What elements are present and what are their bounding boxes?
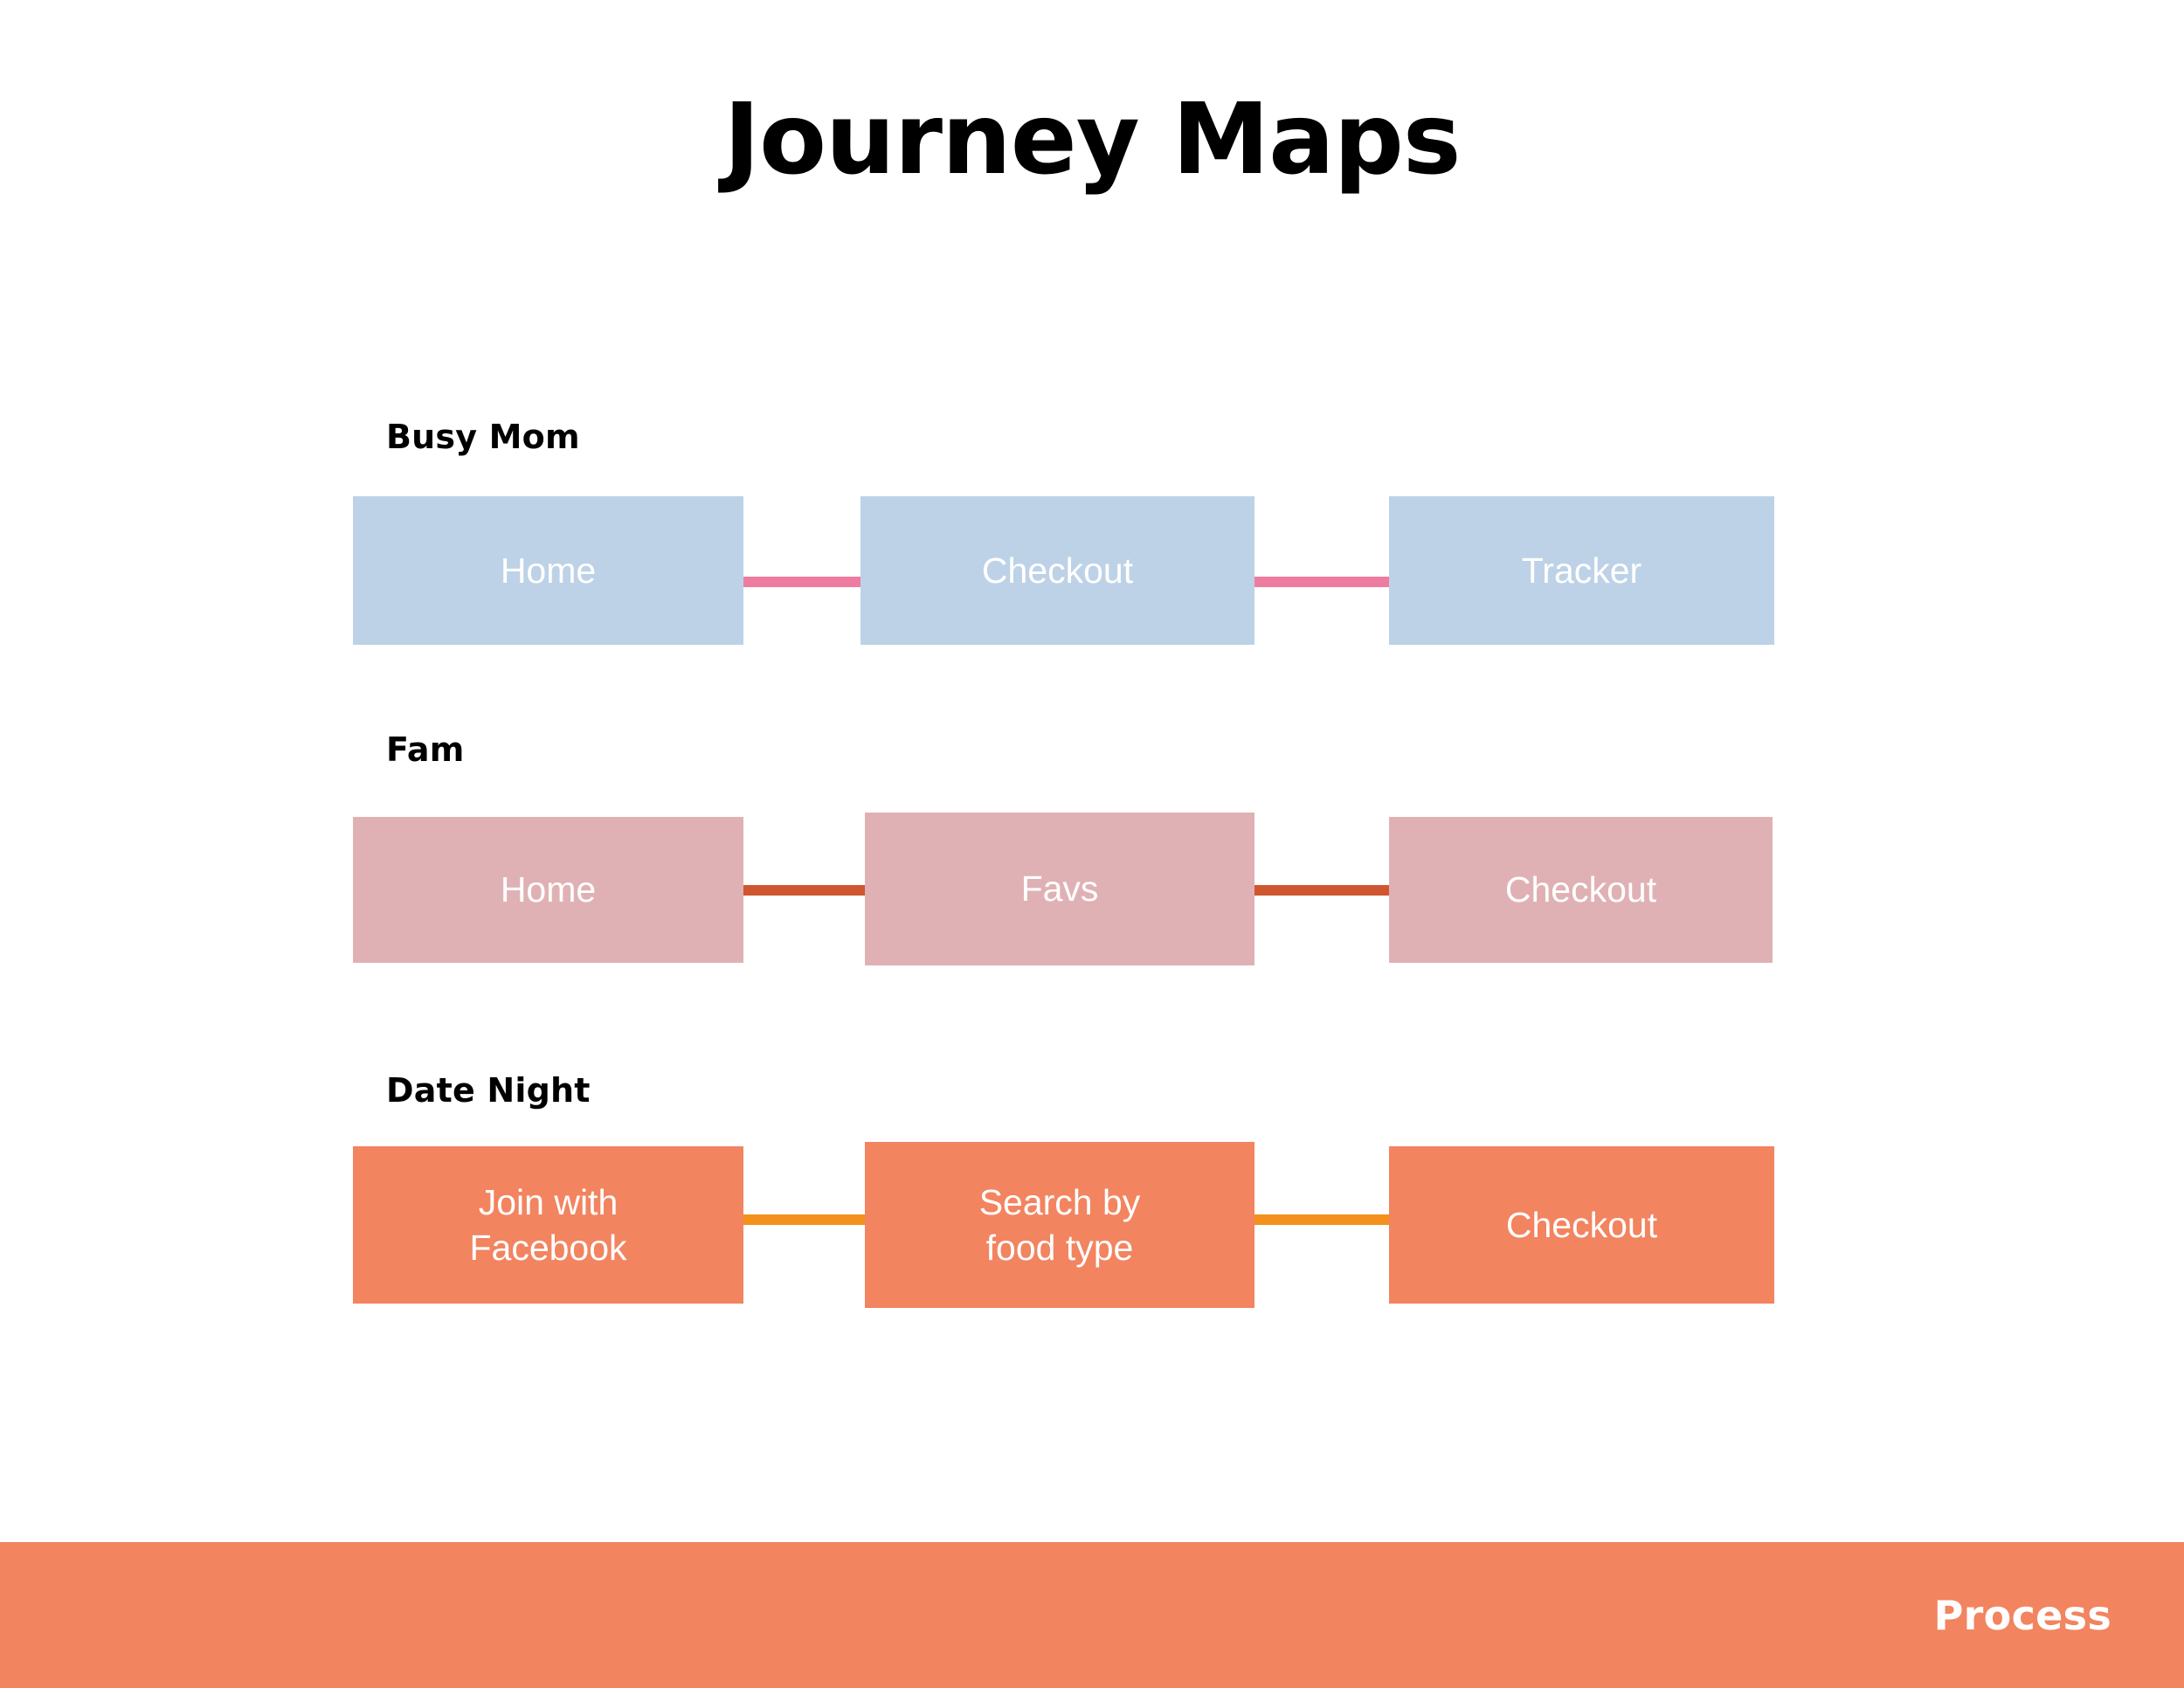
footer-label: Process (1933, 1591, 2111, 1639)
journey-node[interactable]: Checkout (860, 496, 1254, 645)
journey-node[interactable]: Search by food type (865, 1142, 1254, 1308)
journey-connector (738, 577, 869, 587)
journey-connector (1249, 1214, 1396, 1225)
journey-connector (738, 885, 869, 896)
journey-node-label: Checkout (1505, 1204, 1658, 1245)
journey-node-label: Home (500, 550, 597, 591)
journey-node-label: Favs (1020, 868, 1099, 910)
journey-row-label: Fam (386, 730, 465, 769)
journey-node-label: Checkout (1504, 869, 1657, 910)
footer-bar: Process (0, 1542, 2184, 1688)
page-title: Journey Maps (723, 83, 1461, 197)
journey-node[interactable]: Checkout (1389, 1146, 1774, 1304)
journey-node-label: Checkout (981, 550, 1134, 591)
journey-node-label: Tracker (1521, 550, 1642, 591)
journey-node-label: Join with Facebook (469, 1181, 627, 1268)
journey-connector (1249, 885, 1396, 896)
journey-node-label: Home (500, 869, 597, 910)
journey-node[interactable]: Tracker (1389, 496, 1774, 645)
journey-node[interactable]: Checkout (1389, 817, 1773, 963)
journey-node-label: Search by food type (978, 1181, 1141, 1268)
journey-row-label: Busy Mom (386, 418, 580, 456)
journey-node[interactable]: Home (353, 817, 743, 963)
journey-node[interactable]: Home (353, 496, 743, 645)
journey-node[interactable]: Favs (865, 813, 1254, 965)
journey-connector (738, 1214, 869, 1225)
journey-connector (1249, 577, 1396, 587)
journey-node[interactable]: Join with Facebook (353, 1146, 743, 1304)
journey-row-label: Date Night (386, 1071, 591, 1110)
